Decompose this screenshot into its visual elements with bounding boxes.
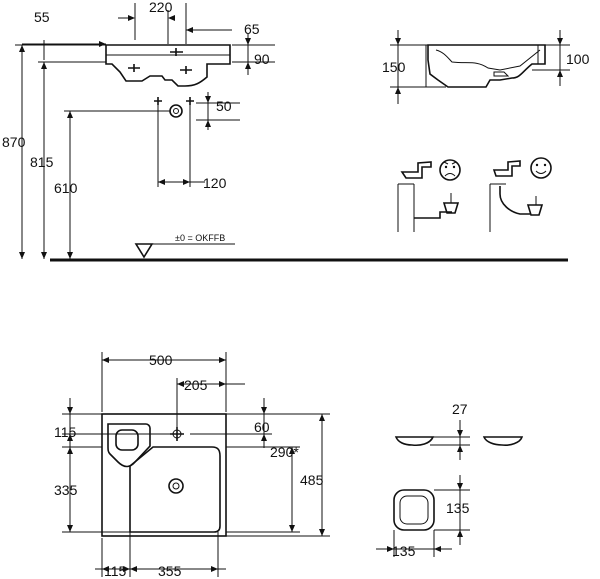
soap-dish-detail: 27 135 135	[376, 401, 524, 559]
basin-side-outline	[427, 44, 546, 88]
dim-220-label: 220	[149, 0, 173, 15]
dim-355-label: 355	[158, 563, 182, 579]
dim-290-label: 290*	[270, 444, 299, 460]
dim-135-bottom-label: 135	[392, 543, 416, 559]
floor-reference-label: ±0 = OKFFB	[175, 233, 225, 243]
drain-icon	[168, 478, 184, 494]
soap-dish-plan	[393, 489, 435, 531]
dim-120-label: 120	[203, 175, 227, 191]
dim-115-bottom-label: 115	[104, 563, 127, 579]
sad-face-icon	[439, 159, 461, 181]
dim-485-label: 485	[300, 472, 324, 488]
soap-dish-icon	[115, 429, 139, 451]
basin-plan-outline	[101, 413, 227, 537]
dim-90-label: 90	[254, 51, 270, 67]
dim-870-label: 870	[2, 134, 26, 150]
smile-face-icon	[530, 157, 552, 179]
basin-front-outline	[105, 44, 231, 87]
dim-100-label: 100	[566, 51, 590, 67]
side-elevation: 150 100	[382, 30, 590, 104]
dim-150-label: 150	[382, 59, 406, 75]
dim-205-label: 205	[184, 377, 208, 393]
dim-815-label: 815	[30, 154, 54, 170]
dim-55-label: 55	[34, 9, 50, 25]
trap-installation-sketch	[397, 157, 552, 232]
dim-60-label: 60	[254, 419, 270, 435]
dim-335-label: 335	[54, 482, 78, 498]
drain-connection	[169, 104, 183, 118]
plan-view: 500 205 115 60 290* 485	[54, 352, 330, 579]
dim-500-label: 500	[149, 352, 173, 368]
soap-dish-section-left	[394, 436, 435, 447]
soap-dish-section-right	[482, 436, 524, 446]
front-elevation: 55 220 65 90 50 870	[2, 0, 568, 262]
dim-115-top-label: 115	[54, 424, 77, 440]
dim-135-right-label: 135	[446, 500, 470, 516]
dim-27-label: 27	[452, 401, 468, 417]
dim-50-label: 50	[216, 98, 232, 114]
dim-610-label: 610	[54, 180, 78, 196]
dim-65-label: 65	[244, 21, 260, 37]
